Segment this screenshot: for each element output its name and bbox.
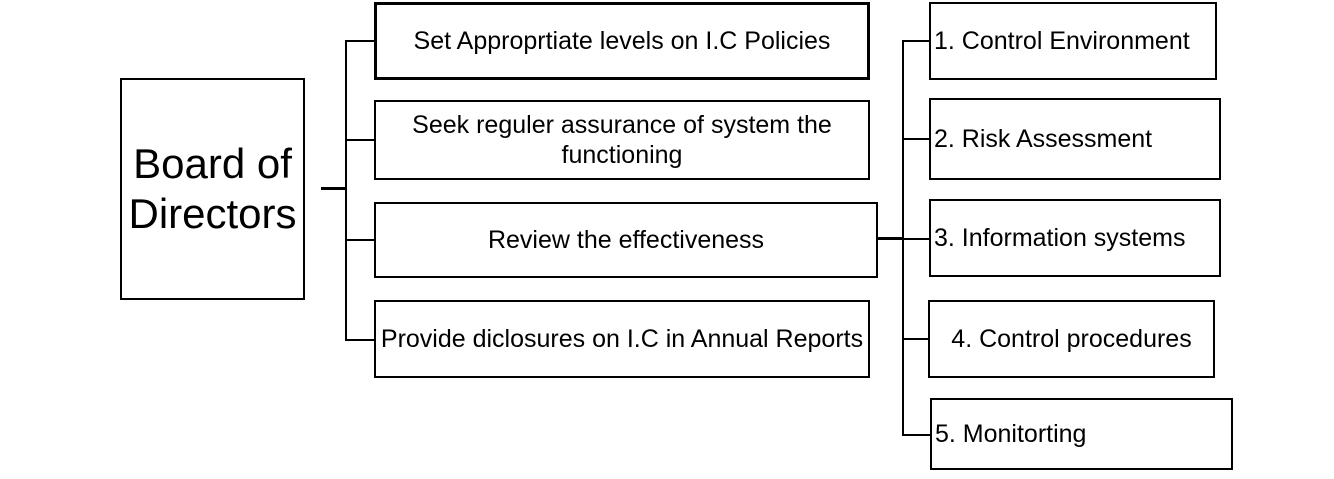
connector-left-spine xyxy=(345,40,347,341)
node-label: Review the effectiveness xyxy=(487,226,765,254)
connector-branch-risk-assessment xyxy=(902,138,929,140)
node-label: Set Approprtiate levels on I.C Policies xyxy=(413,27,831,55)
node-label: 3. Information systems xyxy=(934,224,1186,252)
connector-branch-information-systems xyxy=(902,238,929,240)
connector-branch-monitoring xyxy=(902,434,930,436)
node-label: 4. Control procedures xyxy=(951,325,1192,353)
connector-branch-control-procedures xyxy=(902,338,928,340)
connector-branch-control-environment xyxy=(902,40,929,42)
node-monitoring: 5. Monitorting xyxy=(930,398,1233,470)
connector-branch-set-levels xyxy=(345,40,374,42)
node-label: 5. Monitorting xyxy=(935,420,1087,448)
node-risk-assessment: 2. Risk Assessment xyxy=(929,98,1221,180)
node-control-procedures: 4. Control procedures xyxy=(928,300,1215,378)
node-control-environment: 1. Control Environment xyxy=(929,2,1217,80)
connector-branch-disclosures xyxy=(345,339,374,341)
connector-branch-seek-assurance xyxy=(345,139,374,141)
node-information-systems: 3. Information systems xyxy=(929,199,1221,277)
node-label: 2. Risk Assessment xyxy=(934,125,1153,153)
connector-board-stub xyxy=(321,187,347,190)
node-label: Provide diclosures on I.C in Annual Repo… xyxy=(380,325,864,353)
node-provide-disclosures: Provide diclosures on I.C in Annual Repo… xyxy=(374,300,870,378)
node-seek-regular-assurance: Seek reguler assurance of system the fun… xyxy=(374,100,870,180)
node-set-appropriate-levels: Set Approprtiate levels on I.C Policies xyxy=(374,2,870,80)
connector-review-stub xyxy=(876,237,904,240)
node-label: Board of Directors xyxy=(128,140,297,237)
node-board-of-directors: Board of Directors xyxy=(120,78,305,300)
node-review-effectiveness: Review the effectiveness xyxy=(374,202,878,278)
node-label: Seek reguler assurance of system the fun… xyxy=(412,111,832,169)
node-label: 1. Control Environment xyxy=(934,27,1190,55)
connector-branch-review xyxy=(345,239,374,241)
